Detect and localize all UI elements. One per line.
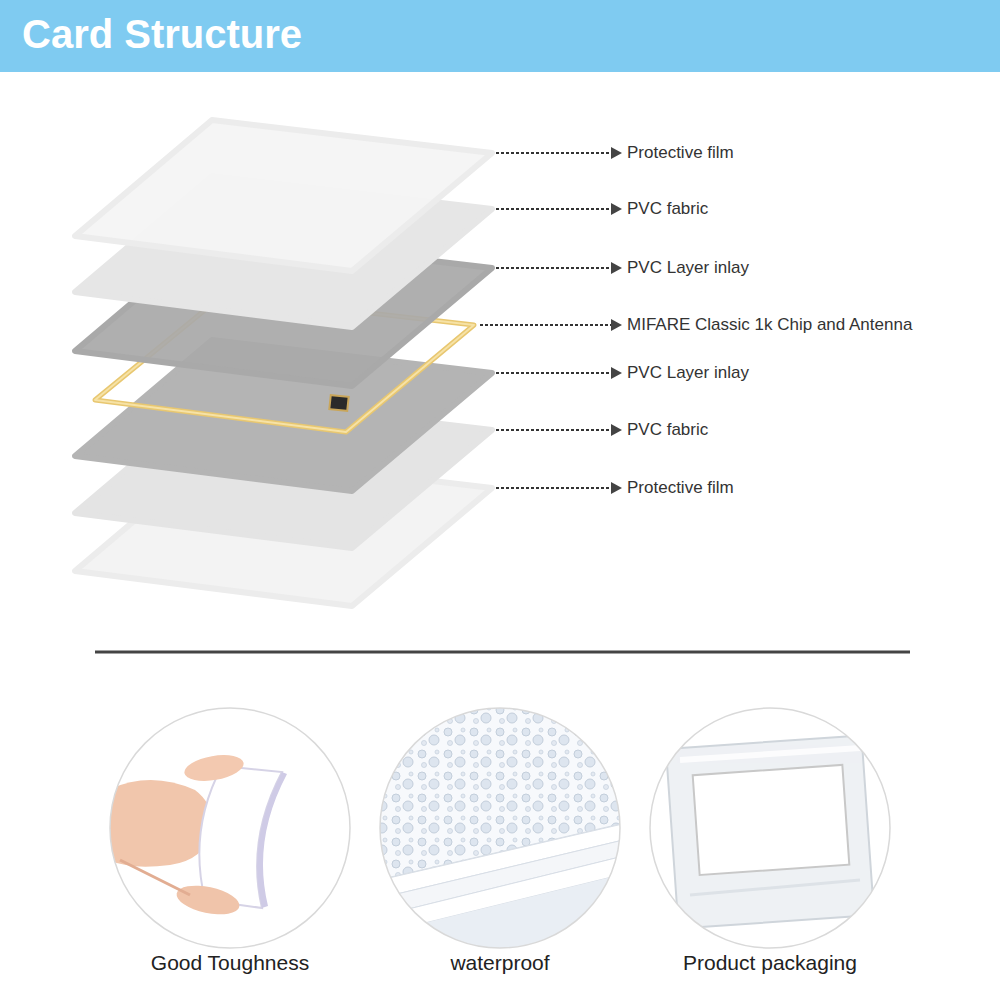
chip [329, 395, 348, 411]
card [693, 765, 850, 875]
feature-tile: Good Toughness [145, 951, 316, 975]
bag-fold [690, 880, 860, 895]
circle-ground [650, 708, 890, 948]
page-title: Card Structure [22, 10, 302, 58]
feature-circle [110, 708, 350, 948]
layer-label: PVC fabric [627, 420, 708, 440]
leader-arrow [611, 367, 622, 379]
layer-label: PVC Layer inlay [627, 258, 749, 278]
card-stack [380, 870, 640, 960]
leader-arrow [611, 424, 622, 436]
plastic-bag [666, 735, 874, 928]
feature-circle [650, 708, 890, 948]
leader-arrow [611, 203, 622, 215]
feature-tile: Product packaging [677, 951, 863, 975]
leader-line [496, 372, 612, 374]
layer-label: Protective film [627, 143, 734, 163]
layer-label: MIFARE Classic 1k Chip and Antenna [627, 315, 912, 335]
leader-line [496, 267, 612, 269]
leader-arrow [611, 262, 622, 274]
card-edge [257, 772, 287, 908]
leader-arrow [611, 319, 622, 331]
leader-line [496, 429, 612, 431]
feature-caption: Good Toughness [151, 951, 309, 975]
title-banner [0, 0, 1000, 72]
hand [108, 780, 212, 867]
leader-line [496, 487, 612, 489]
layer-label: PVC Layer inlay [627, 363, 749, 383]
leader-arrow [611, 147, 622, 159]
leader-arrow [611, 482, 622, 494]
layer-label: PVC fabric [627, 199, 708, 219]
divider-rule [95, 651, 910, 654]
finger [174, 881, 242, 920]
feature-tile: waterproof [444, 951, 556, 975]
layer-label: Protective film [627, 478, 734, 498]
leader-line [496, 208, 612, 210]
feature-caption: Product packaging [683, 951, 857, 975]
thumb [182, 751, 245, 785]
protective-film-layer [75, 120, 492, 271]
card [199, 766, 282, 908]
bag-highlight [680, 748, 860, 760]
leader-line [496, 152, 612, 154]
leader-line [480, 324, 612, 326]
hand-crease [120, 860, 190, 895]
feature-circle [380, 708, 620, 948]
feature-caption: waterproof [450, 951, 549, 975]
